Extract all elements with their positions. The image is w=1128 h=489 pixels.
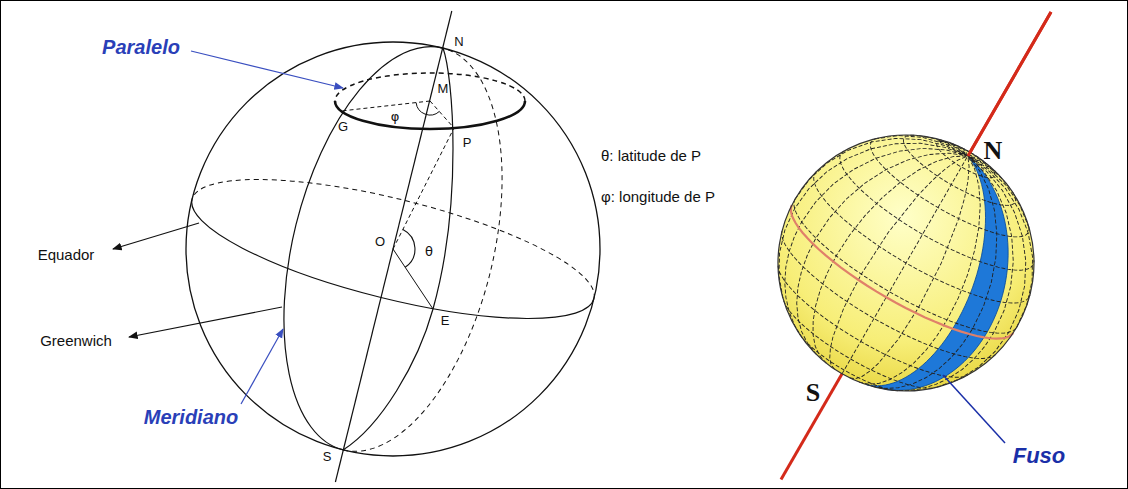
longitude-arc bbox=[416, 103, 439, 115]
radius-op bbox=[393, 128, 454, 249]
point-label: G bbox=[338, 119, 348, 134]
callout-arrow bbox=[191, 51, 343, 88]
label-anchor: Paralelo bbox=[102, 36, 180, 58]
globe-outline bbox=[731, 88, 1081, 438]
part-label: Meridiano bbox=[144, 406, 238, 428]
angle-label: φ bbox=[391, 109, 400, 124]
label-anchor: φ bbox=[391, 107, 400, 125]
label-anchor: Equador bbox=[38, 246, 95, 264]
label-anchor: N bbox=[454, 32, 463, 50]
label-anchor: O bbox=[375, 232, 385, 250]
callout-arrow bbox=[241, 329, 283, 404]
globe-body bbox=[731, 88, 1081, 438]
label-anchor: S bbox=[806, 379, 820, 408]
label-anchor: E bbox=[441, 311, 450, 329]
greenwich-meridian bbox=[246, 24, 540, 474]
label-anchor: S bbox=[323, 447, 332, 465]
meridian-of-p bbox=[343, 48, 453, 450]
label-anchor: G bbox=[338, 117, 348, 135]
equator-band bbox=[776, 205, 1014, 361]
point-label: P bbox=[463, 135, 472, 150]
label-anchor: Meridiano bbox=[144, 406, 238, 428]
latitude-arc bbox=[403, 229, 415, 267]
label-anchor: θ: latitude de P bbox=[601, 147, 701, 165]
point-label: S bbox=[323, 449, 332, 464]
pole-label: S bbox=[806, 378, 820, 407]
pole-label: N bbox=[984, 136, 1003, 165]
point-label: M bbox=[438, 81, 449, 96]
symbol-note: θ: latitude de P bbox=[601, 147, 701, 164]
label-anchor: θ bbox=[425, 242, 433, 260]
point-label: E bbox=[441, 313, 450, 328]
part-label: Paralelo bbox=[102, 36, 180, 58]
earth-axis bbox=[335, 11, 451, 482]
label-anchor: Fuso bbox=[1013, 444, 1066, 468]
point-label: O bbox=[375, 234, 385, 249]
label-anchor: Greenwich bbox=[40, 332, 112, 350]
symbol-note: φ: longitude de P bbox=[601, 188, 715, 205]
label-anchor: φ: longitude de P bbox=[601, 188, 715, 206]
angle-label: θ bbox=[425, 244, 433, 259]
label-anchor: P bbox=[463, 133, 472, 151]
globe bbox=[731, 88, 1081, 438]
equator-line bbox=[180, 151, 606, 348]
parallel-line bbox=[335, 73, 525, 129]
globe-axis-front bbox=[968, 12, 1051, 156]
sphere-outline bbox=[186, 42, 600, 456]
part-label: Fuso bbox=[1013, 443, 1066, 468]
part-label: Equador bbox=[38, 246, 95, 263]
part-label: Greenwich bbox=[40, 332, 112, 349]
graticule bbox=[731, 88, 1081, 438]
callout-line bbox=[943, 375, 1005, 443]
callout-arrow bbox=[113, 223, 199, 249]
label-anchor: M bbox=[438, 79, 449, 97]
point-label: N bbox=[454, 34, 463, 49]
label-anchor: N bbox=[984, 137, 1003, 166]
callout-arrow bbox=[129, 307, 282, 337]
sphere-drawing bbox=[180, 11, 606, 482]
